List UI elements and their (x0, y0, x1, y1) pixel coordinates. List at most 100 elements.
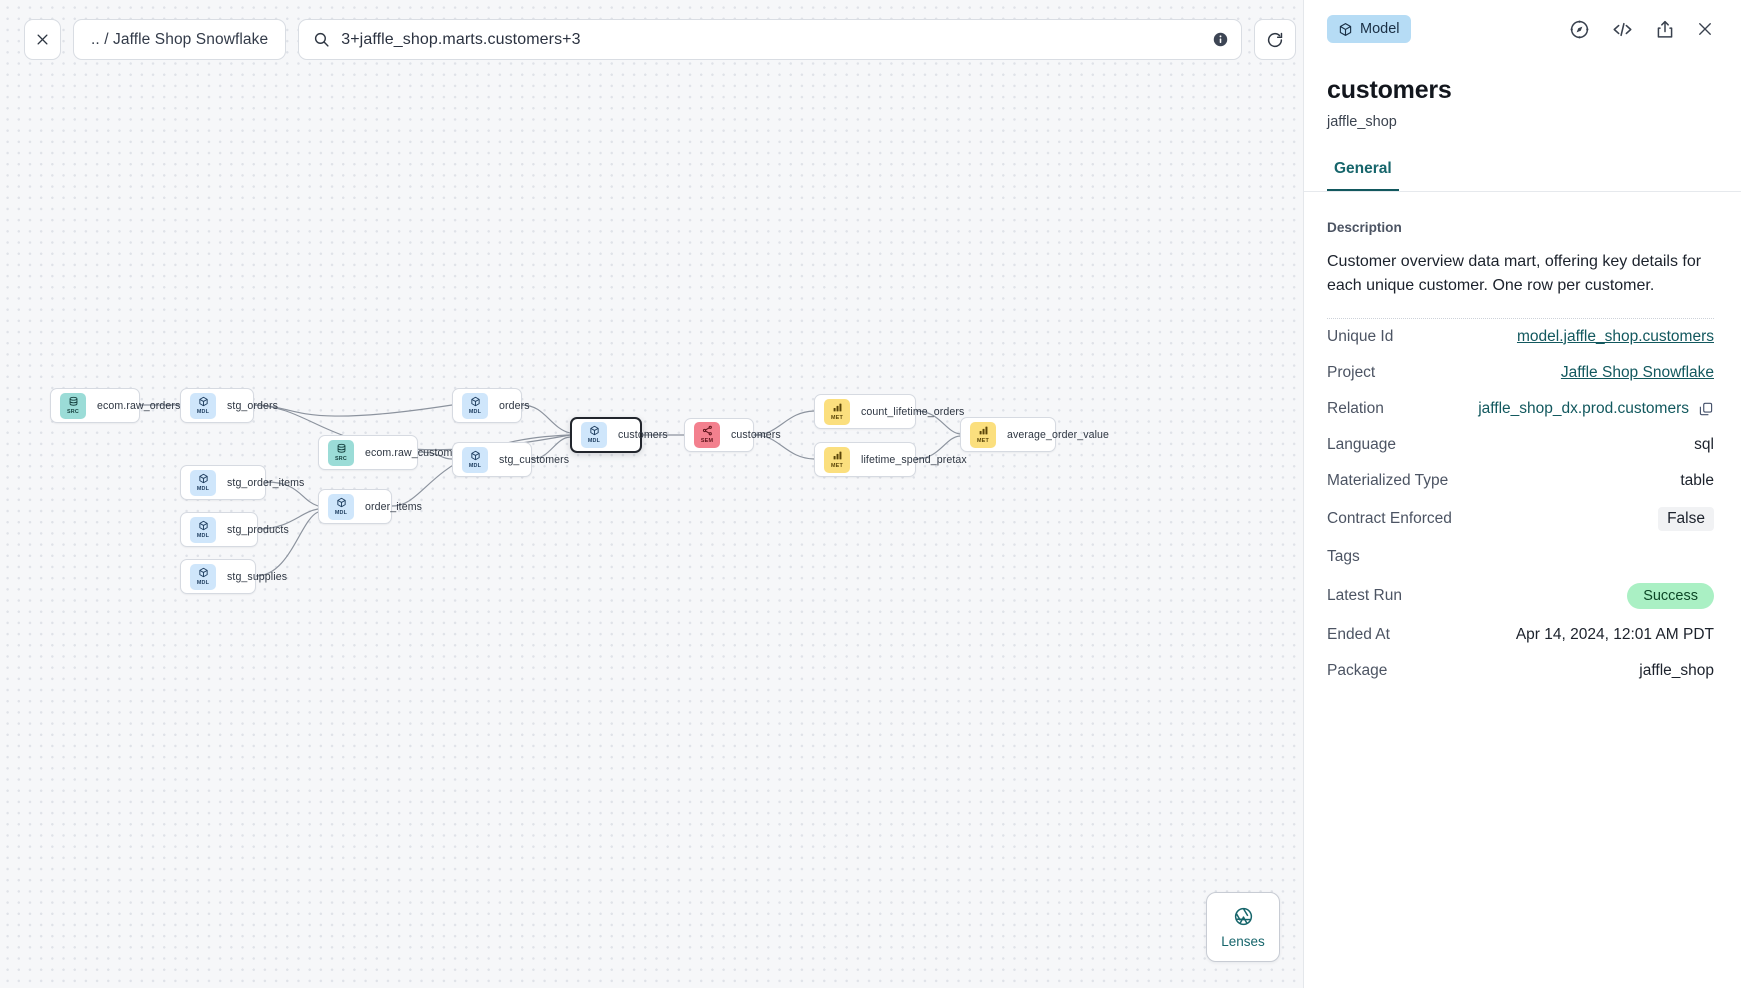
field-row: Tags (1327, 539, 1714, 575)
field-value[interactable]: model.jaffle_shop.customers (1516, 327, 1714, 345)
search-icon (313, 31, 330, 48)
field-row: Language sql (1327, 427, 1714, 463)
cube-icon (1338, 22, 1353, 37)
lineage-node-label: stg_orders (227, 399, 279, 412)
field-value-group: sql (1694, 436, 1714, 454)
refresh-icon (1266, 31, 1284, 49)
field-value-group: table (1680, 472, 1714, 490)
field-value: table (1680, 471, 1714, 489)
refresh-button[interactable] (1254, 19, 1297, 60)
panel-header: customers jaffle_shop (1304, 58, 1741, 130)
lineage-node-stg_products[interactable]: MDL stg_products (180, 512, 289, 547)
lineage-node-label: stg_supplies (227, 570, 288, 583)
field-key: Ended At (1327, 625, 1390, 643)
field-value[interactable]: jaffle_shop_dx.prod.customers (1478, 399, 1689, 417)
field-value-group: False (1658, 506, 1714, 531)
close-lineage-button[interactable] (24, 19, 61, 60)
description-text: Customer overview data mart, offering ke… (1327, 253, 1702, 295)
explore-icon[interactable] (1569, 19, 1590, 40)
field-value: False (1658, 506, 1714, 531)
field-row: Relation jaffle_shop_dx.prod.customers (1327, 391, 1714, 427)
mdl-type-icon: MDL (462, 392, 488, 419)
met-type-icon: MET (824, 398, 850, 425)
mdl-type-icon: MDL (581, 422, 607, 448)
lineage-canvas[interactable]: .. / Jaffle Shop Snowflake SRCecom.raw_o… (0, 0, 1303, 988)
field-row: Unique Id model.jaffle_shop.customers (1327, 319, 1714, 355)
field-value: sql (1694, 435, 1714, 453)
field-key: Contract Enforced (1327, 509, 1452, 527)
field-value: Apr 14, 2024, 12:01 AM PDT (1515, 625, 1714, 643)
lineage-node-label: count_lifetime_orders (861, 405, 965, 418)
panel-body: Description Customer overview data mart,… (1304, 192, 1741, 988)
breadcrumb[interactable]: .. / Jaffle Shop Snowflake (73, 19, 287, 60)
code-icon[interactable] (1611, 19, 1634, 40)
lineage-search[interactable] (298, 19, 1243, 60)
close-icon[interactable] (1696, 20, 1714, 38)
field-key: Unique Id (1327, 327, 1394, 345)
lineage-node-stg_supplies[interactable]: MDL stg_supplies (180, 559, 287, 594)
field-value-group: model.jaffle_shop.customers (1517, 328, 1714, 346)
lineage-node-label: customers (618, 429, 668, 441)
panel-actions (1569, 19, 1714, 40)
field-value: jaffle_shop (1639, 661, 1714, 679)
lineage-node-stg_orders[interactable]: MDL stg_orders (180, 388, 278, 423)
field-key: Package (1327, 661, 1388, 679)
field-value-group: Apr 14, 2024, 12:01 AM PDT (1516, 626, 1714, 644)
mdl-type-icon: MDL (462, 446, 488, 473)
mdl-type-icon: MDL (190, 516, 216, 543)
lineage-node-label: lifetime_spend_pretax (861, 453, 967, 466)
share-icon[interactable] (1655, 19, 1675, 40)
mdl-type-icon: MDL (190, 563, 216, 590)
lineage-node-count_lifetime_orders[interactable]: MET count_lifetime_orders (814, 394, 964, 429)
copy-icon[interactable] (1698, 401, 1714, 417)
lineage-node-lifetime_spend_pretax[interactable]: MET lifetime_spend_pretax (814, 442, 967, 477)
lineage-node-label: average_order_value (1007, 428, 1110, 441)
panel-tabs: General (1304, 160, 1741, 192)
lineage-node-label: ecom.raw_orders (97, 399, 181, 412)
field-key: Tags (1327, 547, 1360, 565)
lineage-node-customers_model[interactable]: MDL customers (570, 417, 668, 453)
field-value: Success (1627, 582, 1714, 609)
info-icon[interactable] (1212, 31, 1229, 48)
details-panel: Model customers jaffle_shop (1303, 0, 1741, 988)
field-value-group: jaffle_shop_dx.prod.customers (1478, 400, 1714, 418)
tab-general[interactable]: General (1327, 160, 1399, 191)
canvas-toolbar: .. / Jaffle Shop Snowflake (24, 19, 1297, 60)
description-label: Description (1327, 220, 1402, 235)
node-type-badge[interactable]: Model (1327, 15, 1411, 43)
lineage-node-label: stg_products (227, 523, 289, 536)
field-key: Language (1327, 435, 1396, 453)
panel-toolbar: Model (1304, 0, 1741, 58)
field-row: Materialized Type table (1327, 463, 1714, 499)
lineage-node-label: stg_customers (499, 453, 570, 466)
close-icon (35, 32, 50, 47)
field-value-group: Success (1627, 582, 1714, 609)
page-title: customers (1327, 76, 1452, 104)
lineage-edge (255, 511, 319, 577)
lineage-edge (253, 404, 453, 417)
mdl-type-icon: MDL (190, 469, 216, 496)
mdl-type-icon: MDL (328, 493, 354, 520)
lineage-node-stg_customers[interactable]: MDL stg_customers (452, 442, 569, 477)
field-value-group: Jaffle Shop Snowflake (1561, 364, 1714, 382)
lenses-button[interactable]: Lenses (1206, 892, 1280, 962)
mdl-type-icon: MDL (190, 392, 216, 419)
sem-type-icon: SEM (694, 422, 720, 448)
field-key: Materialized Type (1327, 471, 1449, 489)
met-type-icon: MET (824, 446, 850, 473)
field-value[interactable]: Jaffle Shop Snowflake (1560, 363, 1714, 381)
node-type-label: Model (1360, 21, 1400, 37)
field-key: Relation (1327, 399, 1384, 417)
src-type-icon: SRC (328, 439, 354, 466)
search-input[interactable] (341, 30, 1202, 49)
